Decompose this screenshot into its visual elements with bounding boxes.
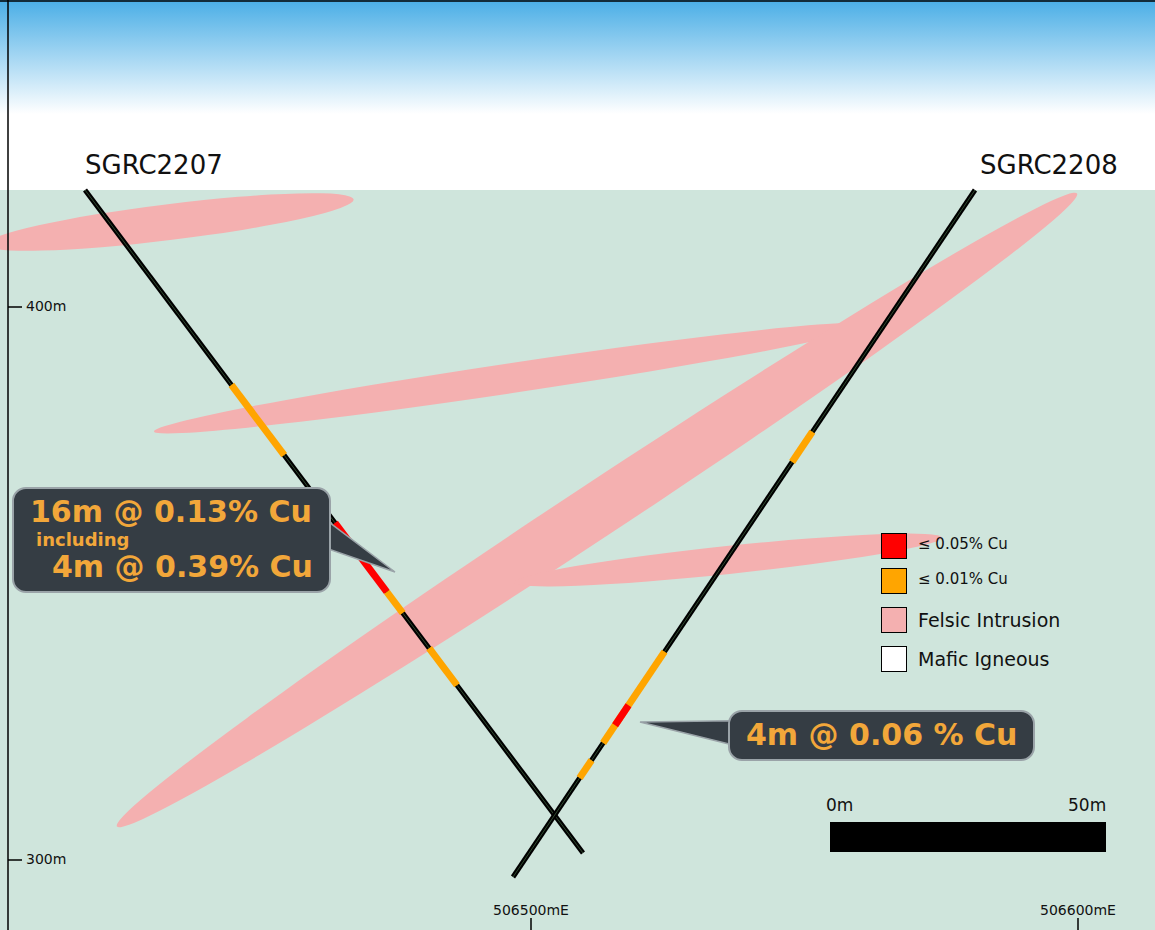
scale-label: 50m xyxy=(1068,795,1106,815)
assay-interval xyxy=(387,592,403,613)
callout-pointers xyxy=(327,521,732,745)
legend-text: Felsic Intrusion xyxy=(918,609,1060,631)
axis-tick xyxy=(530,918,532,930)
easting-label: 506500mE xyxy=(493,902,569,918)
felsic-intrusions xyxy=(0,171,1092,849)
legend-swatch xyxy=(881,568,907,594)
drill-hole-core xyxy=(513,190,975,877)
elevation-label: 400m xyxy=(26,298,66,314)
assay-interval xyxy=(615,705,628,725)
callout-text: 4m @ 0.39% Cu xyxy=(30,550,313,585)
assay-interval xyxy=(231,385,284,455)
assay-interval xyxy=(429,648,457,685)
easting-label: 506600mE xyxy=(1040,902,1116,918)
axis-tick xyxy=(8,859,22,861)
callout-pointer xyxy=(327,521,395,572)
legend-text: Mafic Igneous xyxy=(918,648,1049,670)
assay-interval xyxy=(580,760,592,778)
frame-line xyxy=(7,0,9,930)
callout-text: including xyxy=(30,530,313,551)
frame-line xyxy=(0,0,1155,2)
felsic-intrusion xyxy=(0,182,356,263)
elevation-label: 300m xyxy=(26,851,66,867)
callout-pointer xyxy=(640,721,732,745)
drill-hole xyxy=(513,190,975,877)
callout-box: 4m @ 0.06 % Cu xyxy=(728,710,1035,761)
scale-bar xyxy=(830,822,1106,852)
legend-text: ≤ 0.05% Cu xyxy=(918,535,1008,553)
callout-text: 4m @ 0.06 % Cu xyxy=(746,718,1017,753)
hole-name: SGRC2208 xyxy=(980,150,1118,180)
axis-tick xyxy=(8,306,22,308)
callout-text: 16m @ 0.13% Cu xyxy=(30,495,313,530)
axis-tick xyxy=(1077,918,1079,930)
legend-swatch xyxy=(881,533,907,559)
sky xyxy=(0,0,1155,190)
mafic-ground xyxy=(0,190,1155,930)
scale-label: 0m xyxy=(826,795,853,815)
legend-swatch xyxy=(881,607,907,633)
assay-interval xyxy=(603,652,664,743)
legend-swatch xyxy=(881,646,907,672)
hole-name: SGRC2207 xyxy=(85,150,223,180)
assay-interval xyxy=(792,432,812,462)
callout-box: 16m @ 0.13% Cuincluding4m @ 0.39% Cu xyxy=(12,487,331,593)
legend-text: ≤ 0.01% Cu xyxy=(918,570,1008,588)
